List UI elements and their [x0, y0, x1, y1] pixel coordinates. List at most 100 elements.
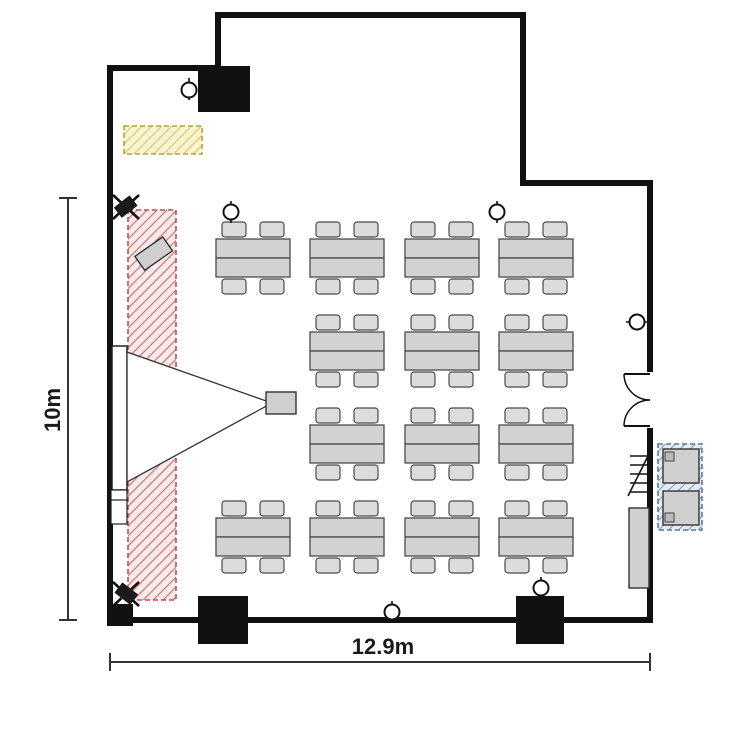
chair	[448, 371, 474, 388]
dimension-height: 10m	[40, 197, 77, 621]
table	[404, 517, 480, 538]
chair	[504, 314, 530, 331]
table-group	[215, 221, 291, 295]
ceiling-light-icon	[488, 201, 506, 223]
pillar	[198, 596, 248, 644]
chair	[259, 278, 285, 295]
chair	[410, 221, 436, 238]
chair	[410, 278, 436, 295]
table	[309, 331, 385, 352]
table	[309, 350, 385, 371]
table	[404, 424, 480, 445]
storage-zone-border	[123, 125, 203, 155]
width-label: 12.9m	[352, 634, 414, 659]
speaker-body	[114, 582, 139, 605]
chair	[315, 407, 341, 424]
chair	[353, 278, 379, 295]
chair	[448, 221, 474, 238]
chair	[315, 314, 341, 331]
table	[404, 350, 480, 371]
equipment-console	[662, 490, 700, 526]
table	[498, 331, 574, 352]
chair	[259, 221, 285, 238]
pillar-corner	[107, 604, 133, 626]
table-group	[498, 314, 574, 388]
chair	[221, 278, 247, 295]
chair	[353, 221, 379, 238]
chair	[315, 500, 341, 517]
door	[623, 372, 656, 428]
chair	[410, 407, 436, 424]
chair	[259, 557, 285, 574]
console-knob	[664, 451, 675, 462]
table	[309, 424, 385, 445]
projection-screen	[111, 345, 128, 491]
projector-icon	[265, 391, 297, 415]
chair	[504, 464, 530, 481]
chair	[221, 500, 247, 517]
table	[404, 331, 480, 352]
chair	[410, 557, 436, 574]
storage-zone-fill	[124, 126, 202, 154]
chair	[315, 278, 341, 295]
chair	[410, 464, 436, 481]
chair	[542, 314, 568, 331]
wall-panel-box	[110, 489, 128, 525]
table	[498, 257, 574, 278]
table-group	[309, 314, 385, 388]
chair	[410, 314, 436, 331]
chair	[448, 278, 474, 295]
table	[498, 350, 574, 371]
table	[215, 517, 291, 538]
table	[498, 443, 574, 464]
chair	[542, 278, 568, 295]
equipment-zone	[657, 443, 703, 531]
door-swing-arc	[623, 399, 651, 427]
chair	[448, 464, 474, 481]
table-group	[498, 500, 574, 574]
chair	[542, 464, 568, 481]
projector-beam	[126, 351, 274, 484]
chair	[315, 221, 341, 238]
chair	[353, 557, 379, 574]
table-group	[309, 221, 385, 295]
ceiling-light-icon	[383, 601, 401, 623]
chair	[221, 221, 247, 238]
table-group	[404, 221, 480, 295]
chair	[504, 407, 530, 424]
table	[215, 257, 291, 278]
chair	[504, 221, 530, 238]
table-group	[498, 407, 574, 481]
radiator-diagonal	[627, 451, 651, 497]
table-group	[404, 500, 480, 574]
projection-setup	[111, 345, 297, 491]
chair	[542, 221, 568, 238]
chair	[315, 557, 341, 574]
speaker-icon	[112, 581, 140, 607]
chair	[315, 371, 341, 388]
table	[309, 257, 385, 278]
light-bulb	[532, 579, 550, 597]
table	[404, 257, 480, 278]
chair	[542, 371, 568, 388]
chair	[542, 557, 568, 574]
storage-zone	[123, 125, 203, 155]
table	[404, 536, 480, 557]
table	[215, 536, 291, 557]
lectern	[133, 235, 174, 272]
table	[309, 238, 385, 259]
table-group	[498, 221, 574, 295]
table	[498, 424, 574, 445]
dimension-width: 12.9m	[109, 634, 651, 671]
chair	[353, 500, 379, 517]
light-bulb	[180, 81, 198, 99]
table	[498, 517, 574, 538]
pillar	[198, 66, 250, 112]
table	[498, 536, 574, 557]
wall-panel	[110, 489, 128, 525]
light-bulb	[628, 313, 646, 331]
chair	[504, 278, 530, 295]
speaker-body	[113, 195, 138, 218]
ceiling-light-icon	[222, 201, 240, 223]
